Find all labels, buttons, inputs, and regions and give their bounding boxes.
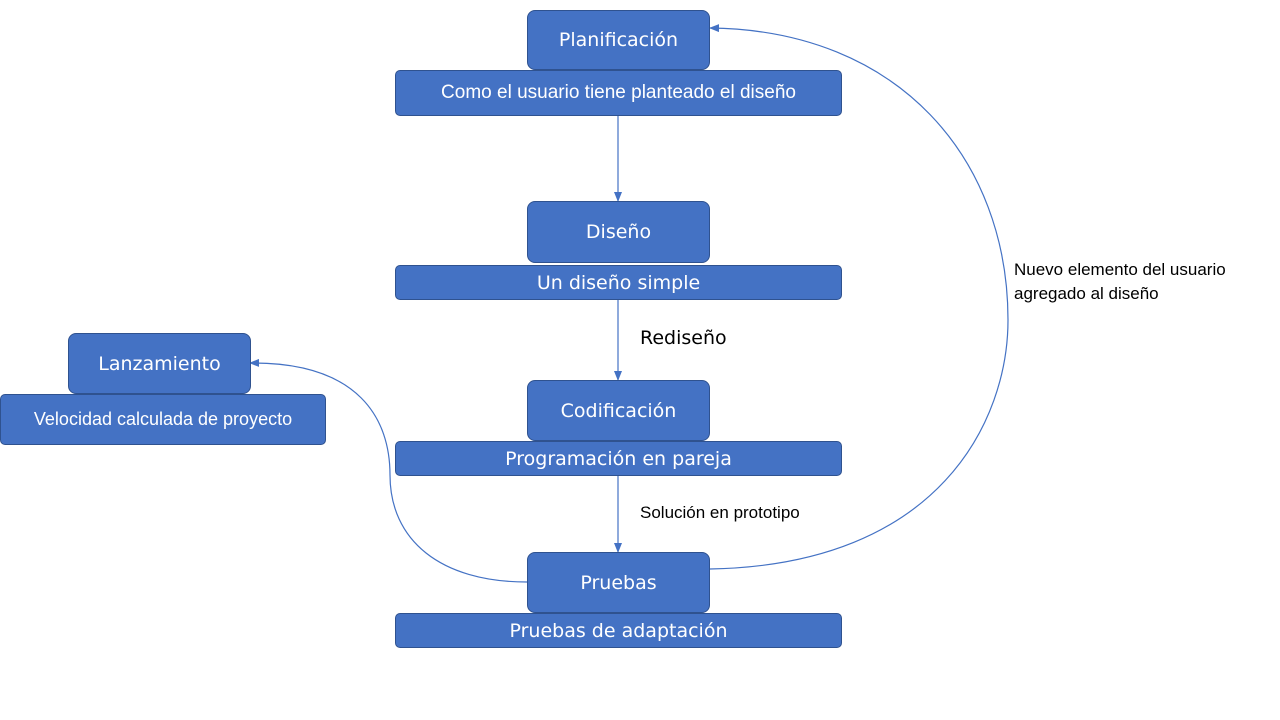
codificacion-detail: Programación en pareja: [395, 441, 842, 476]
lanzamiento-detail-text: Velocidad calculada de proyecto: [33, 409, 293, 429]
planificacion-detail: Como el usuario tiene planteado el diseñ…: [395, 70, 842, 116]
feedback-label-line1: Nuevo elemento del usuario: [1014, 260, 1226, 279]
feedback-label-line2: agregado al diseño: [1014, 284, 1159, 303]
lanzamiento-detail: Velocidad calculada de proyecto: [0, 394, 326, 445]
codificacion-detail-text: Programación en pareja: [505, 447, 732, 470]
codificacion-node: Codificación: [527, 380, 710, 441]
arrow-pruebas-to-planificacion: [709, 24, 1009, 570]
diseno-title: Diseño: [585, 221, 652, 243]
pruebas-detail-text: Pruebas de adaptación: [509, 619, 728, 642]
lanzamiento-node: Lanzamiento: [68, 333, 251, 394]
pruebas-node: Pruebas: [527, 552, 710, 613]
diseno-detail-text: Un diseño simple: [536, 271, 701, 294]
pruebas-title: Pruebas: [580, 571, 657, 594]
planificacion-detail-text: Como el usuario tiene planteado el diseñ…: [441, 82, 796, 103]
planificacion-title: Planificación: [558, 29, 679, 51]
arrow-pruebas-to-lanzamiento: [249, 358, 528, 583]
diseno-detail: Un diseño simple: [395, 265, 842, 300]
rediseno-label: Rediseño: [640, 327, 727, 349]
codificacion-title: Codificación: [560, 399, 677, 422]
pruebas-detail: Pruebas de adaptación: [395, 613, 842, 648]
lanzamiento-title: Lanzamiento: [98, 352, 221, 375]
diseno-node: Diseño: [527, 201, 710, 263]
planificacion-node: Planificación: [527, 10, 710, 70]
solucion-label: Solución en prototipo: [640, 503, 800, 522]
